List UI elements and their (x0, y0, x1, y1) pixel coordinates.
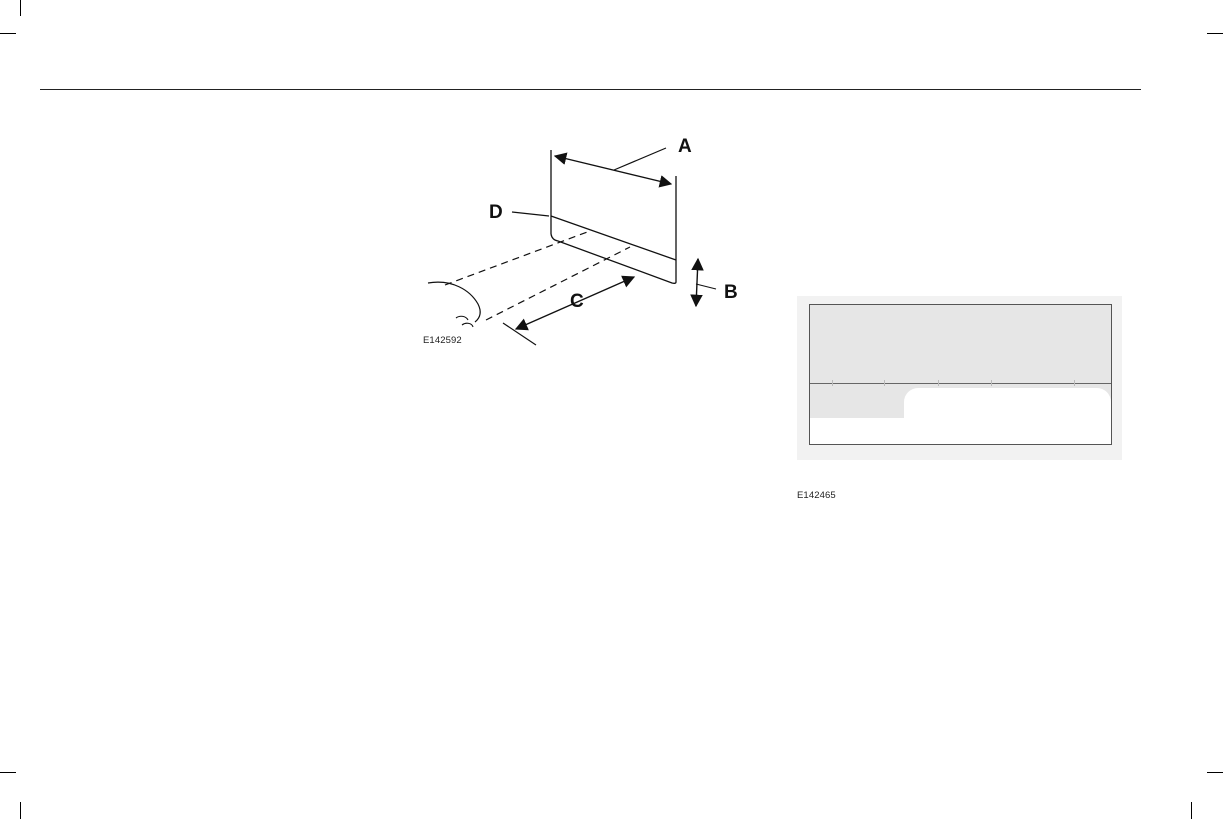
figure-id-left: E142592 (423, 335, 462, 346)
display-tick (884, 380, 885, 386)
display-tick (1074, 380, 1075, 386)
display-tick (832, 380, 833, 386)
callout-a: A (678, 137, 692, 156)
callout-c: C (570, 292, 584, 311)
callout-d: D (489, 203, 503, 222)
display-screen (809, 304, 1112, 445)
figure-id-right: E142465 (797, 490, 836, 501)
display-illustration (797, 296, 1122, 460)
callout-b: B (724, 283, 738, 302)
display-horizon-line (810, 383, 1111, 384)
display-tick (938, 380, 939, 386)
display-tick (991, 380, 992, 386)
display-window (904, 388, 1111, 444)
display-upper-area (810, 305, 1111, 383)
